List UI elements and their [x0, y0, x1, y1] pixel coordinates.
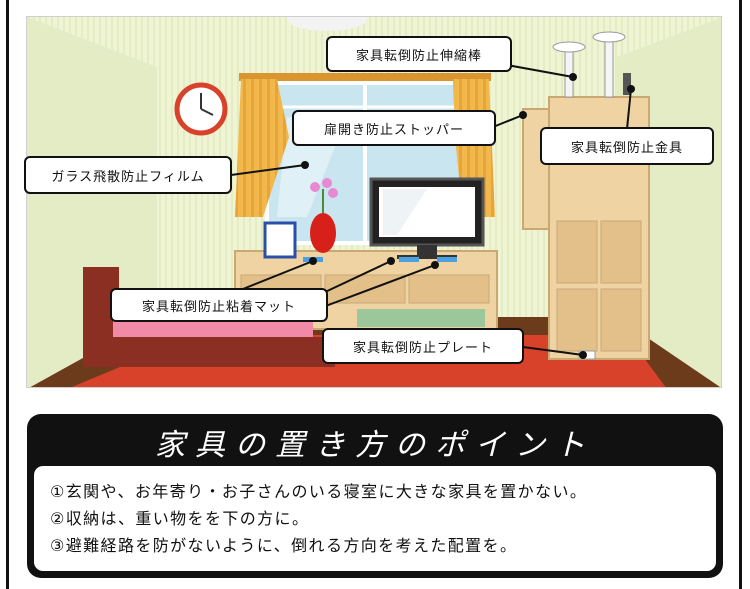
bed-frame: [113, 337, 335, 367]
panel-body: ①玄関や、お年寄り・お子さんのいる寝室に大きな家具を置かない。 ②収納は、重い物…: [34, 466, 716, 571]
photo-frame: [263, 221, 297, 259]
tension-rod-2: [604, 36, 614, 98]
ceiling-lamp: [287, 17, 367, 31]
panel-title: 家具の置き方のポイント: [155, 428, 595, 463]
callout-adhesive-mat: 家具転倒防止粘着マット: [110, 288, 328, 322]
flower-vase: [310, 213, 336, 253]
point-item: ①玄関や、お年寄り・お子さんのいる寝室に大きな家具を置かない。: [50, 482, 588, 501]
callout-plate: 家具転倒防止プレート: [322, 328, 524, 364]
callout-glass-film: ガラス飛散防止フィルム: [24, 156, 232, 194]
frame-left-border: [6, 0, 9, 589]
tension-rod-1: [564, 46, 574, 98]
frame-right-border: [739, 0, 742, 589]
point-item: ②収納は、重い物をを下の方に。: [50, 509, 310, 528]
callout-door-stopper: 扉開き防止ストッパー: [292, 110, 496, 146]
point-item: ③避難経路を防がないように、倒れる方向を考えた配置を。: [50, 536, 518, 555]
curtain-rod: [239, 73, 491, 81]
storage-boxes: [357, 309, 485, 327]
callout-tension-rod: 家具転倒防止伸縮棒: [326, 36, 512, 72]
callout-metal-bracket: 家具転倒防止金具: [540, 127, 714, 165]
tips-panel: 家具の置き方のポイント ①玄関や、お年寄り・お子さんのいる寝室に大きな家具を置か…: [27, 414, 723, 578]
metal-bracket: [623, 73, 631, 95]
curtain-left: [235, 79, 289, 217]
